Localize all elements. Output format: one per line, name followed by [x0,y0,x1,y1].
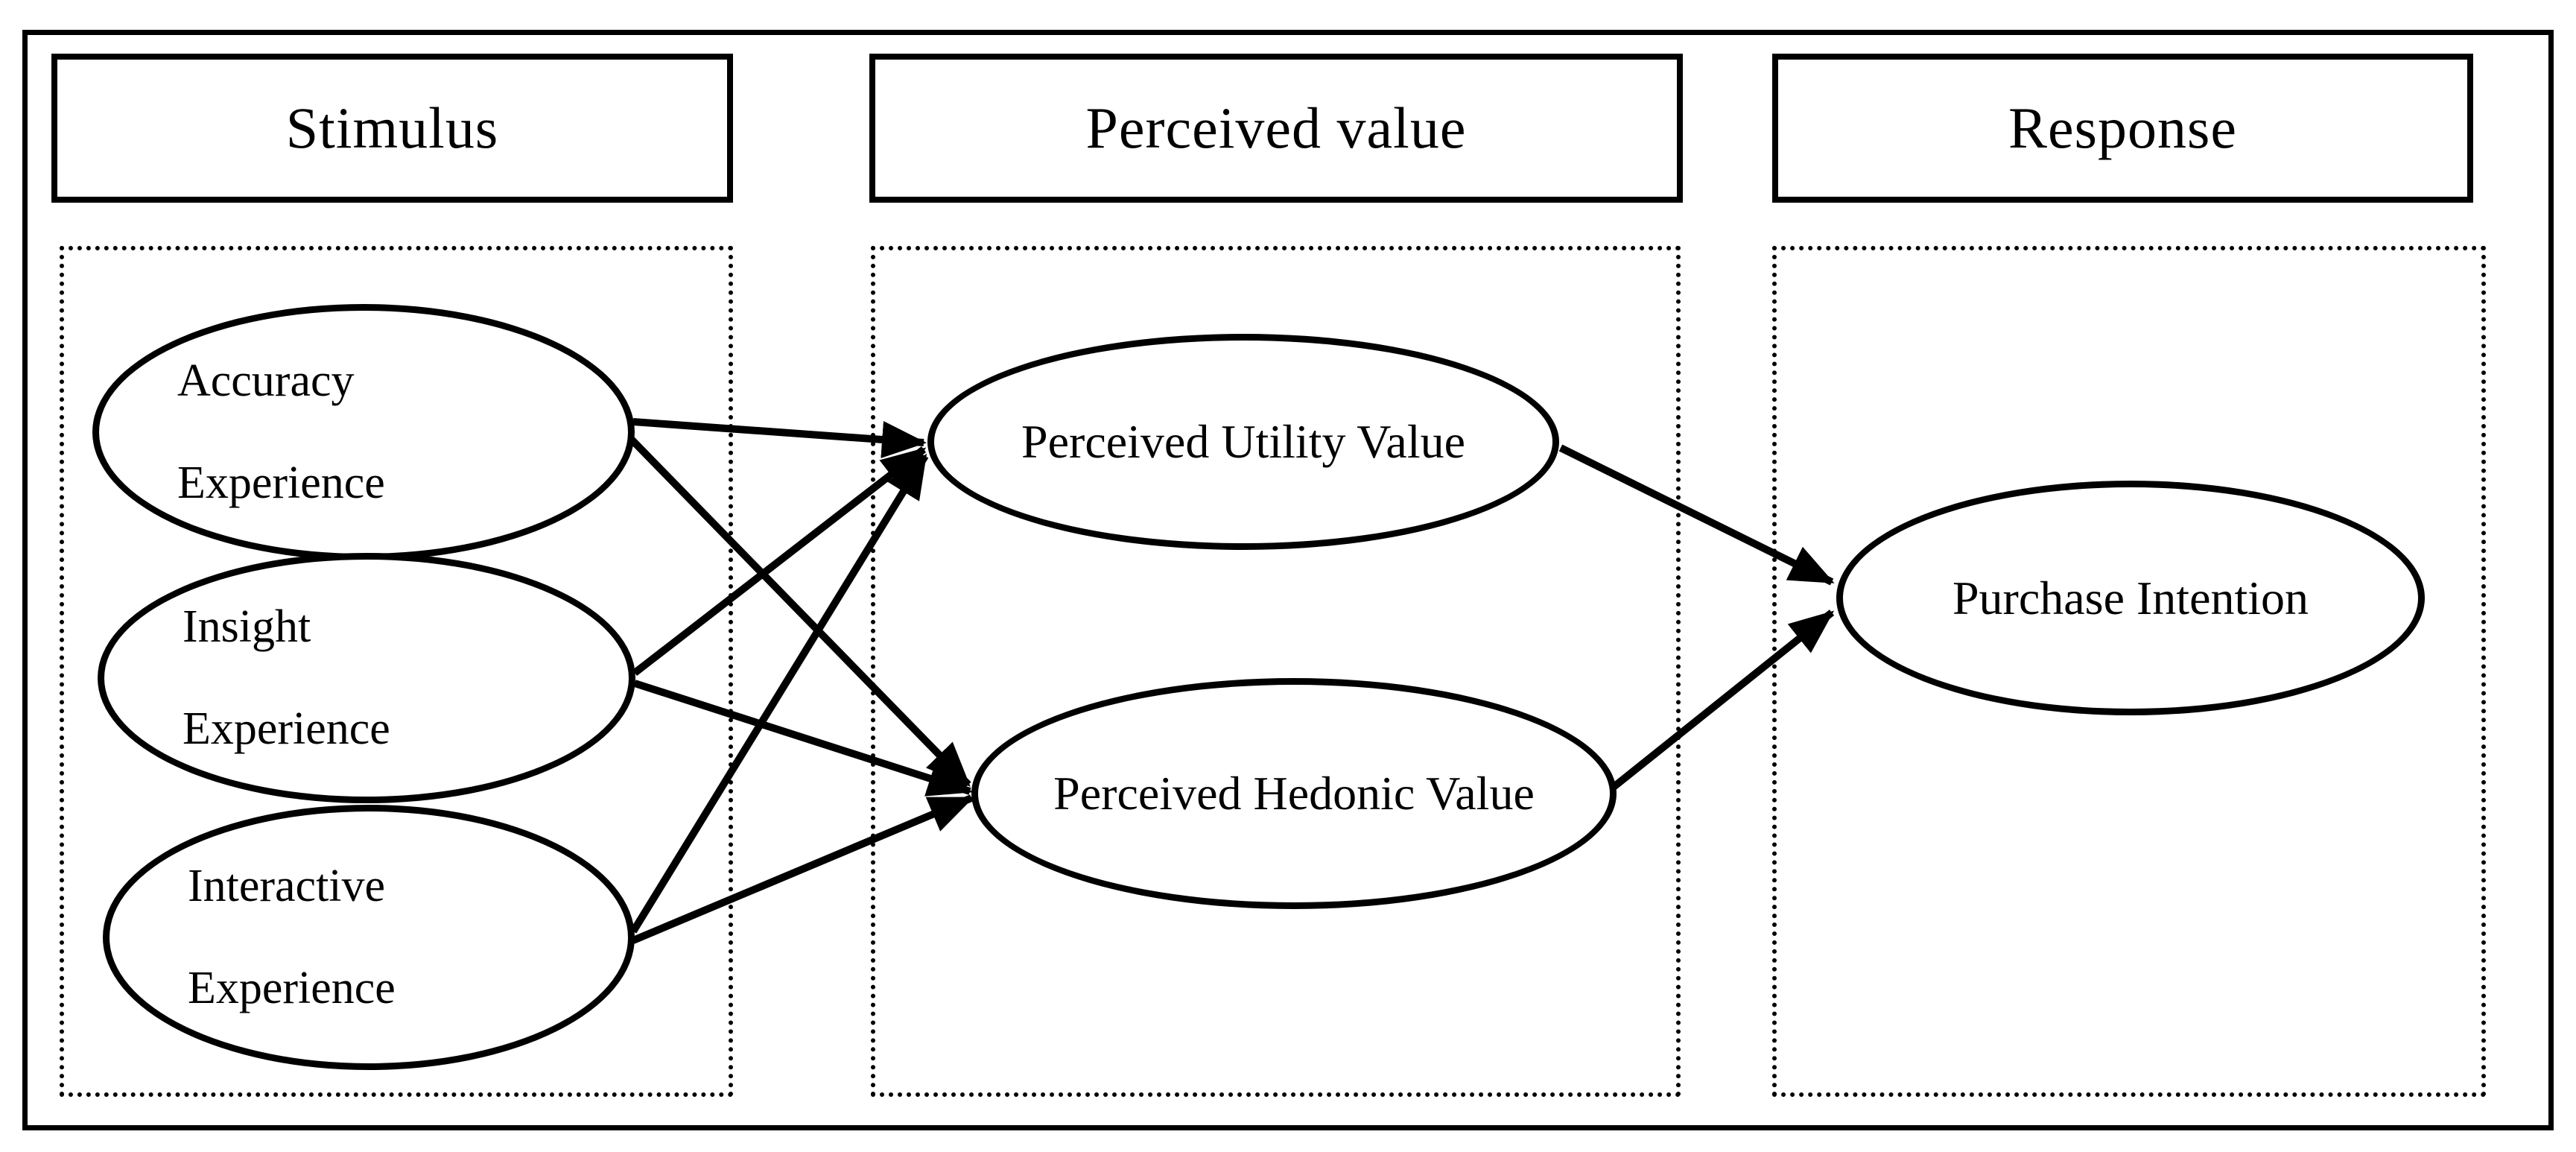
node-insight-experience: Insight Experience [98,553,635,803]
edge-utility-to-purchase [1558,444,1835,586]
node-interactive-experience: Interactive Experience [103,805,635,1070]
outer-border [22,30,2554,1130]
edge-accuracy-to-hedonic [629,437,971,788]
header-response-label: Response [2008,95,2237,160]
node-perceived-hedonic-value-label: Perceived Hedonic Value [1053,767,1535,820]
edge-insight-to-hedonic [633,680,973,797]
stimulus-group-box [60,246,733,1097]
header-stimulus-label: Stimulus [285,95,499,160]
header-stimulus: Stimulus [51,54,733,203]
node-accuracy-experience: Accuracy Experience [92,304,635,560]
node-perceived-hedonic-value: Perceived Hedonic Value [971,678,1617,909]
header-perceived-value-label: Perceived value [1085,95,1467,160]
node-purchase-intention: Purchase Intention [1836,481,2425,715]
node-accuracy-experience-line1: Accuracy [177,355,355,406]
node-insight-experience-line1: Insight [183,601,311,652]
node-interactive-experience-line1: Interactive [188,861,386,911]
node-accuracy-experience-line2: Experience [177,458,385,508]
node-purchase-intention-label: Purchase Intention [1952,571,2309,624]
edge-insight-to-utility [632,446,927,676]
edge-accuracy-to-utility [632,418,927,458]
node-insight-experience-line2: Experience [183,703,390,754]
edge-hedonic-to-purchase [1610,610,1835,791]
header-response: Response [1772,54,2473,203]
response-group-box [1772,246,2486,1097]
perceived-value-group-box [871,246,1681,1097]
edge-interactive-to-hedonic [632,794,974,944]
header-perceived-value: Perceived value [869,54,1683,203]
node-perceived-utility-value-label: Perceived Utility Value [1021,415,1465,468]
node-perceived-utility-value: Perceived Utility Value [927,334,1559,550]
edge-interactive-to-utility [629,453,929,934]
node-interactive-experience-line2: Experience [188,963,396,1013]
